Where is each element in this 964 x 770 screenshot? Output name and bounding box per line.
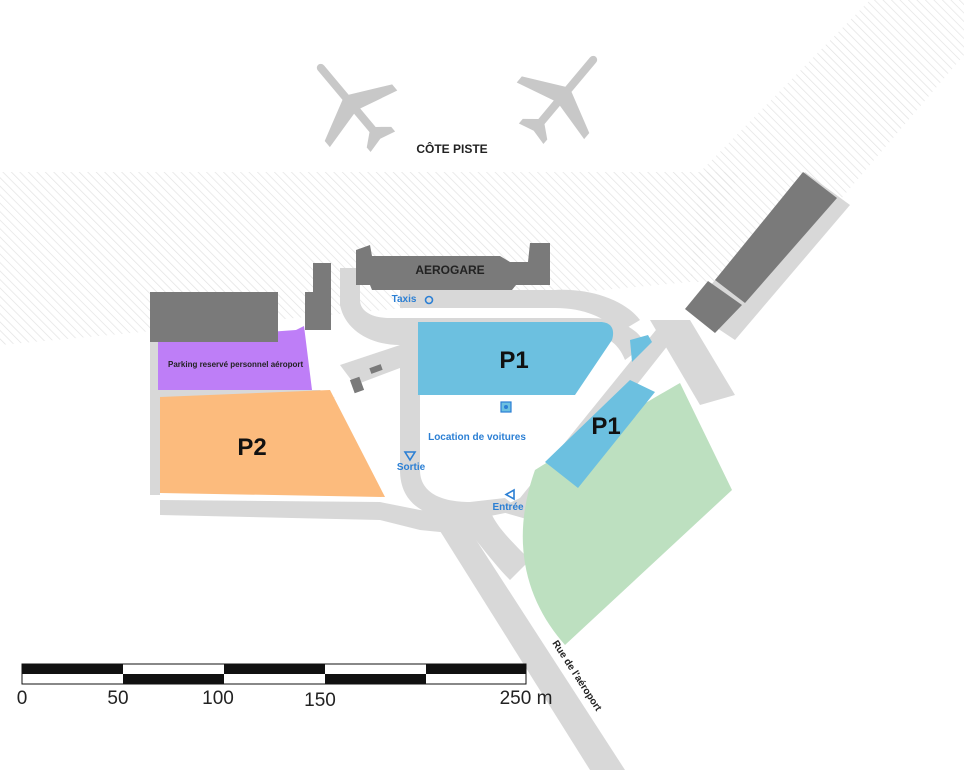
small-kiosk-1: [349, 376, 365, 394]
building-tower: [305, 263, 331, 330]
p2-lot: [160, 390, 385, 497]
p1-secondary-label: P1: [591, 413, 620, 440]
road-south: [160, 500, 470, 535]
p1-secondary-lot: [545, 380, 655, 488]
buildings: [150, 172, 837, 394]
car-rental-icon-dot: [504, 405, 508, 409]
scale-seg-3-top: [224, 664, 325, 674]
airside-label: CÔTE PISTE: [416, 141, 487, 156]
apron-diagonal-band: [690, 0, 964, 282]
connector-road-p2: [340, 345, 400, 385]
terminal-building: [356, 243, 550, 290]
scale-bar: 0 50 100 150 250 m: [17, 663, 553, 711]
staff-parking-label: Parking reservé personnel aéroport: [168, 360, 304, 369]
p1-main-lot: [418, 322, 614, 395]
airplane-icon: [316, 63, 398, 153]
p2-label: P2: [237, 434, 266, 461]
car-rental-label: Location de voitures: [428, 432, 526, 443]
road-staff-parking: [150, 340, 160, 495]
taxis-label: Taxis: [392, 294, 417, 305]
scale-tick-250: 250 m: [500, 688, 553, 709]
service-road-lower: [650, 320, 735, 405]
scale-tick-50: 50: [107, 688, 128, 709]
p1-main-label: P1: [499, 347, 528, 374]
exit-arrow-icon: [403, 451, 417, 462]
scale-tick-100: 100: [202, 688, 234, 709]
terminal-forecourt-road: [400, 289, 640, 332]
hangar-northeast: [715, 172, 837, 303]
hangar-east: [685, 281, 742, 333]
terminal-label: AEROGARE: [415, 263, 484, 277]
scale-seg-1-top: [22, 664, 123, 674]
scale-tick-0: 0: [17, 688, 28, 709]
p1-secondary-strip: [630, 335, 652, 362]
entrance-arrow-icon: [504, 488, 515, 501]
exit-label: Sortie: [397, 462, 426, 473]
entrance-label: Entrée: [492, 502, 524, 513]
scale-seg-5-top: [426, 664, 526, 674]
aircraft-group: [316, 55, 598, 153]
airplane-icon: [516, 55, 598, 145]
scale-seg-4-bottom: [325, 674, 426, 684]
junction: [450, 510, 530, 580]
small-kiosk-2: [369, 364, 383, 374]
scale-tick-150: 150: [304, 690, 336, 711]
scale-seg-2-bottom: [123, 674, 224, 684]
main-access-road: [430, 515, 625, 770]
hangar-west: [150, 292, 278, 342]
road-stub-left: [340, 268, 360, 305]
taxi-stand-icon: [424, 295, 434, 305]
